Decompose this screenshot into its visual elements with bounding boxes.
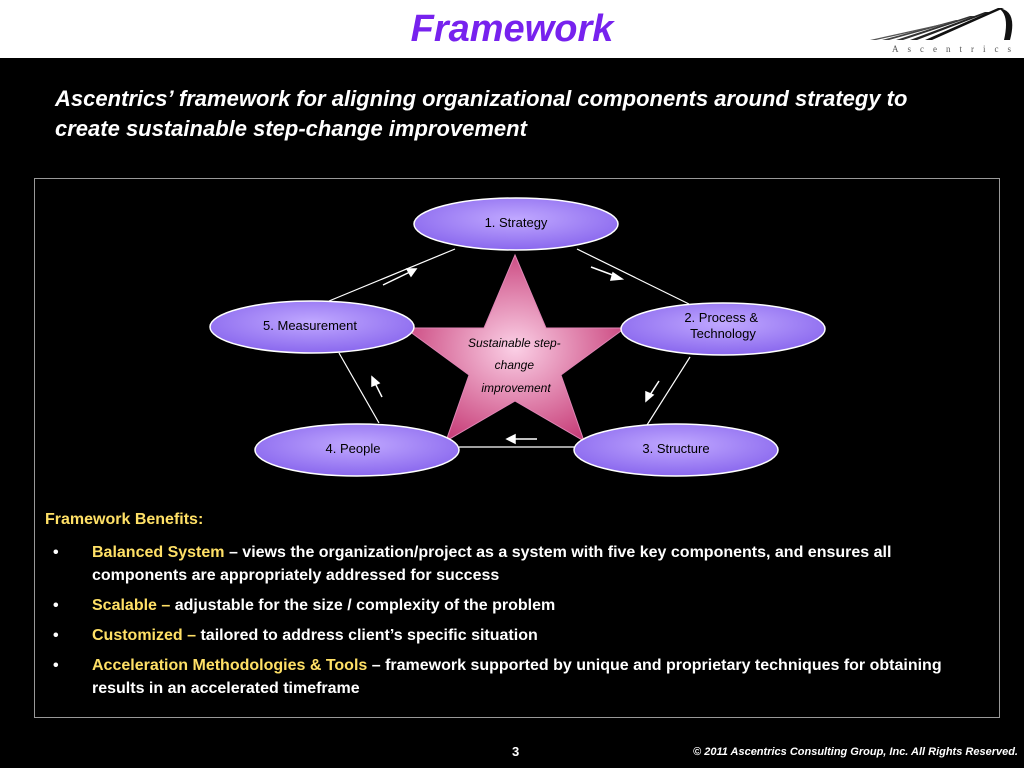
node-strategy[interactable]: 1. Strategy: [413, 197, 619, 251]
benefit-desc: – views the organization/project as a sy…: [92, 544, 892, 584]
bullet-icon: •: [53, 627, 59, 644]
header-bar: Framework Ascentrics: [0, 0, 1024, 58]
framework-panel: Sustainable step- change improvement 1. …: [34, 178, 1000, 718]
connector-lines: [328, 248, 691, 448]
benefits-list: • Balanced System – views the organizati…: [53, 541, 983, 707]
line-strategy-process: [576, 248, 690, 305]
node-structure[interactable]: 3. Structure: [573, 423, 779, 477]
arrow-down-left-icon: [645, 380, 660, 403]
list-item: • Customized – tailored to address clien…: [53, 624, 983, 647]
node-structure-label: 3. Structure: [642, 441, 709, 456]
arrow-up-left-icon: [371, 375, 383, 398]
center-label: Sustainable step- change improvement: [468, 336, 564, 395]
node-people-label: 4. People: [326, 441, 381, 456]
framework-diagram: Sustainable step- change improvement 1. …: [209, 197, 826, 477]
page-number: 3: [512, 744, 520, 759]
arrow-up-right-icon: [382, 268, 418, 286]
node-measurement[interactable]: 5. Measurement: [209, 300, 415, 354]
benefit-desc: – framework supported by unique and prop…: [92, 657, 942, 697]
bullet-icon: •: [53, 544, 59, 561]
bullet-icon: •: [53, 657, 59, 674]
benefit-term: Acceleration Methodologies & Tools: [92, 657, 368, 674]
arrow-left-icon: [505, 433, 537, 445]
node-measurement-label: 5. Measurement: [263, 318, 357, 333]
benefit-term: Customized –: [92, 627, 201, 644]
node-strategy-label: 1. Strategy: [485, 215, 548, 230]
node-process-label: 2. Process & Technology: [684, 310, 761, 341]
benefit-term: Scalable –: [92, 597, 175, 614]
star-shape-icon: [403, 253, 627, 443]
logo-stripes-icon: [870, 8, 1013, 40]
node-people[interactable]: 4. People: [254, 423, 460, 477]
logo-text: Ascentrics: [892, 44, 1020, 54]
benefit-desc: adjustable for the size / complexity of …: [174, 597, 556, 614]
benefits-title: Framework Benefits:: [45, 511, 204, 528]
center-star: Sustainable step- change improvement: [403, 253, 627, 443]
bullet-icon: •: [53, 597, 59, 614]
list-item: • Acceleration Methodologies & Tools – f…: [53, 654, 983, 700]
benefit-desc: tailored to address client’s specific si…: [200, 627, 538, 644]
arrow-down-right-icon: [590, 266, 625, 281]
node-process-technology[interactable]: 2. Process & Technology: [620, 302, 826, 356]
list-item: • Balanced System – views the organizati…: [53, 541, 983, 587]
line-people-measurement: [338, 352, 380, 424]
list-item: • Scalable – adjustable for the size / c…: [53, 594, 983, 617]
benefit-term: Balanced System: [92, 544, 225, 561]
copyright-notice: © 2011 Ascentrics Consulting Group, Inc.…: [693, 746, 1018, 758]
page-title: Framework: [410, 8, 614, 50]
direction-arrows: [371, 266, 660, 445]
subtitle: Ascentrics’ framework for aligning organ…: [55, 86, 908, 141]
line-strategy-measurement: [328, 248, 456, 302]
ascentrics-logo: Ascentrics: [870, 4, 1020, 54]
line-process-structure: [646, 356, 691, 426]
